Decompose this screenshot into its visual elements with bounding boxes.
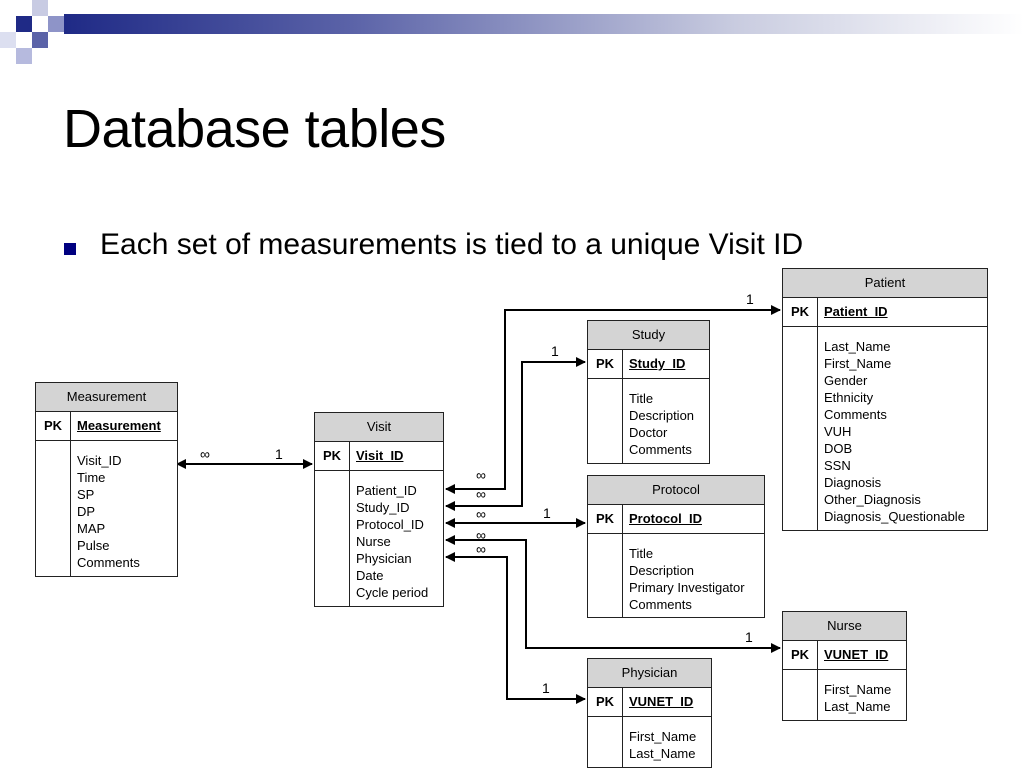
field: Ethnicity [824, 390, 874, 405]
field: Description [629, 563, 695, 578]
field: Last_Name [629, 746, 696, 761]
cardinality-patient-many: ∞ [476, 467, 486, 483]
bullet-text: Each set of measurements is tied to a un… [100, 228, 804, 261]
table-measurement-title: Measurement [36, 383, 177, 412]
cardinality-patient-one: 1 [746, 291, 754, 307]
table-visit: Visit PK Visit_ID Patient_ID Study_ID Pro… [314, 412, 444, 607]
field: Primary Investigator [629, 580, 745, 595]
table-physician-title: Physician [588, 659, 711, 688]
link-visit-study [445, 357, 586, 511]
bullet-marker [64, 243, 76, 255]
field: Diagnosis_Questionable [824, 509, 965, 524]
field: Visit_ID [77, 453, 122, 468]
field: Gender [824, 373, 868, 388]
table-study-title: Study [588, 321, 709, 350]
cardinality-measurement-many: ∞ [200, 446, 210, 462]
field: First_Name [629, 729, 697, 744]
cardinality-protocol-one: 1 [543, 505, 551, 521]
cardinality-nurse-one: 1 [745, 629, 753, 645]
table-nurse-title: Nurse [783, 612, 906, 641]
field: Doctor [629, 425, 668, 440]
field: SP [77, 487, 95, 502]
primary-key: Study_ID [629, 356, 686, 371]
table-protocol-title: Protocol [588, 476, 764, 505]
cardinality-physician-one: 1 [542, 680, 550, 696]
field: Study_ID [356, 500, 410, 515]
primary-key: Protocol_ID [629, 511, 702, 526]
field: Time [77, 470, 106, 485]
primary-key: VUNET_ID [629, 694, 694, 709]
field: Comments [629, 597, 692, 612]
header-square-decoration [0, 0, 64, 64]
field: Comments [629, 442, 692, 457]
field: Date [356, 568, 384, 583]
table-nurse: Nurse PK VUNET_ID First_Name Last_Name [782, 611, 907, 721]
primary-key: Measurement [77, 418, 161, 433]
table-patient-title: Patient [783, 269, 987, 298]
table-physician: Physician PK VUNET_ID First_Name Last_Nam… [587, 658, 712, 768]
field: Patient_ID [356, 483, 417, 498]
table-patient: Patient PK Patient_ID Last_Name First_Nam… [782, 268, 988, 531]
primary-key: VUNET_ID [824, 647, 889, 662]
field: Title [629, 546, 654, 561]
field: Comments [77, 555, 140, 570]
link-visit-physician [445, 552, 586, 704]
field: VUH [824, 424, 852, 439]
field: MAP [77, 521, 106, 536]
field: Title [629, 391, 654, 406]
field: DOB [824, 441, 853, 456]
table-visit-title: Visit [315, 413, 443, 442]
pk-label: PK [588, 350, 623, 378]
slide-title: Database tables [63, 99, 446, 159]
primary-key: Visit_ID [356, 448, 404, 463]
field: Cycle period [356, 585, 429, 600]
cardinality-study-one: 1 [551, 343, 559, 359]
field: Other_Diagnosis [824, 492, 921, 507]
cardinality-study-many: ∞ [476, 486, 486, 502]
field: First_Name [824, 682, 892, 697]
pk-label: PK [783, 298, 818, 326]
table-protocol: Protocol PK Protocol_ID Title Description… [587, 475, 765, 618]
table-study: Study PK Study_ID Title Description Docto… [587, 320, 710, 464]
field: Physician [356, 551, 412, 566]
pk-label: PK [783, 641, 818, 669]
pk-label: PK [588, 688, 623, 716]
pk-label: PK [588, 505, 623, 533]
field: Protocol_ID [356, 517, 424, 532]
header-gradient-bar [64, 14, 1024, 34]
field: DP [77, 504, 96, 519]
cardinality-nurse-many: ∞ [476, 527, 486, 543]
primary-key: Patient_ID [824, 304, 888, 319]
field: Nurse [356, 534, 391, 549]
field: Description [629, 408, 695, 423]
field: Diagnosis [824, 475, 882, 490]
field: Comments [824, 407, 887, 422]
field: Last_Name [824, 699, 891, 714]
cardinality-protocol-many: ∞ [476, 506, 486, 522]
field: Last_Name [824, 339, 891, 354]
field: SSN [824, 458, 851, 473]
field: Pulse [77, 538, 110, 553]
pk-label: PK [315, 442, 350, 470]
pk-label: PK [36, 412, 71, 440]
cardinality-visit-one: 1 [275, 446, 283, 462]
cardinality-physician-many: ∞ [476, 541, 486, 557]
field: First_Name [824, 356, 892, 371]
